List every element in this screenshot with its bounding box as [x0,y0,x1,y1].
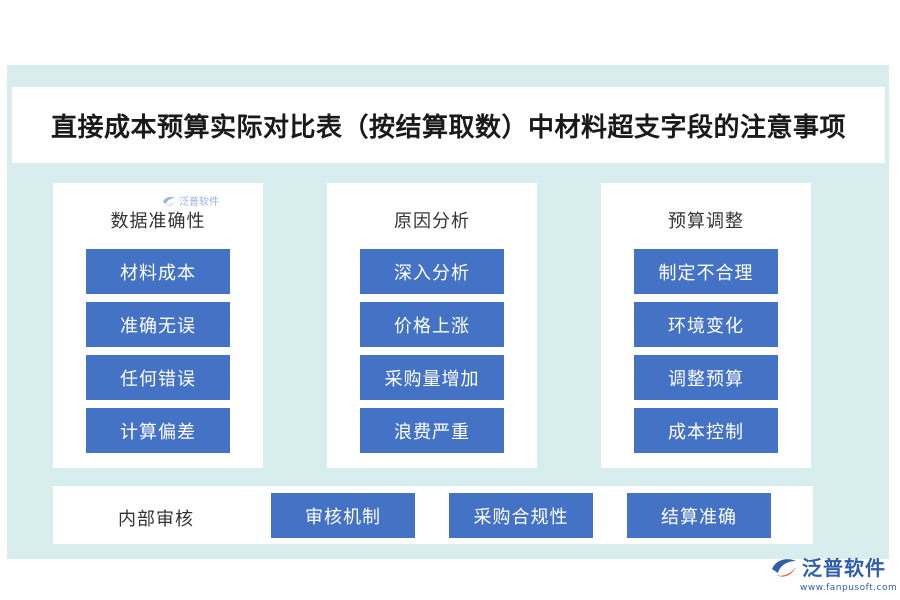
node-box: 环境变化 [634,302,778,347]
node-box: 计算偏差 [86,408,230,453]
node-box: 结算准确 [627,493,771,538]
node-box: 采购合规性 [449,493,593,538]
panel-title: 原因分析 [394,211,470,232]
logo-text: 泛普软件 [802,556,886,580]
fanpu-logo-icon [163,196,175,206]
diagram-title: 直接成本预算实际对比表（按结算取数）中材料超支字段的注意事项 [50,112,846,143]
fanpu-logo-icon [772,558,796,577]
watermark-text: 泛普软件 [179,197,219,208]
brand-logo: 泛普软件 [770,552,886,581]
node-box: 制定不合理 [634,249,778,294]
title-bar: 直接成本预算实际对比表（按结算取数）中材料超支字段的注意事项 [12,87,885,163]
node-box: 材料成本 [86,249,230,294]
panel-title: 数据准确性 [110,211,206,232]
node-box: 任何错误 [86,355,230,400]
bottom-label: 内部审核 [118,509,194,530]
logo-url: www.fanpusoft.com [800,583,898,593]
node-box: 成本控制 [634,408,778,453]
node-box: 价格上涨 [360,302,504,347]
node-box: 审核机制 [271,493,415,538]
node-box: 浪费严重 [360,408,504,453]
node-box: 准确无误 [86,302,230,347]
panel-title: 预算调整 [668,211,744,232]
node-box: 深入分析 [360,249,504,294]
node-box: 采购量增加 [360,355,504,400]
node-box: 调整预算 [634,355,778,400]
watermark: 泛普软件 [162,193,219,208]
